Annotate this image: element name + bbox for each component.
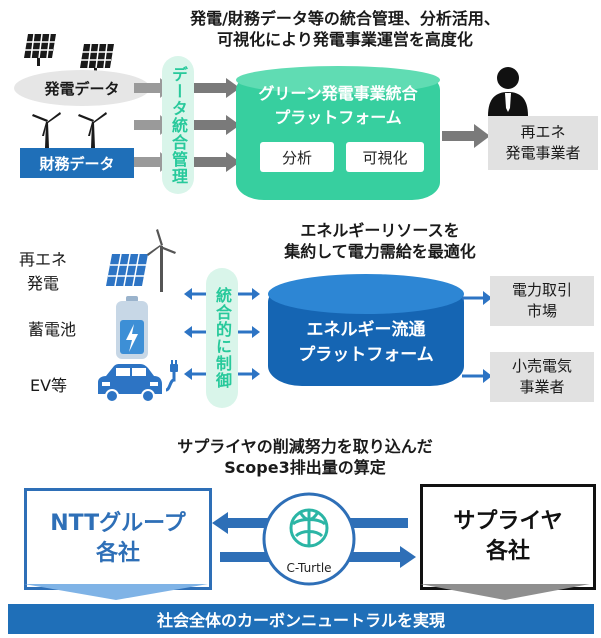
operator-box: 再エネ 発電事業者: [488, 116, 598, 170]
energy-platform-title: エネルギー流通 プラットフォーム: [268, 318, 464, 368]
operator-line2: 発電事業者: [505, 144, 581, 162]
converge-chevrons: [24, 584, 590, 600]
section3-heading-line2: Scope3排出量の算定: [224, 458, 386, 477]
bottom-banner-text: 社会全体のカーボンニュートラルを実現: [156, 611, 445, 630]
section1-heading: 発電/財務データ等の統合管理、分析活用、 可視化により発電事業運営を高度化: [110, 8, 580, 50]
visualization-button[interactable]: 可視化: [346, 142, 424, 172]
renewable-icon: [106, 229, 176, 292]
section1-heading-line2: 可視化により発電事業運営を高度化: [217, 30, 473, 49]
bottom-banner: 社会全体のカーボンニュートラルを実現: [8, 604, 594, 634]
analysis-button-label: 分析: [281, 148, 312, 167]
analysis-button[interactable]: 分析: [260, 142, 334, 172]
section2-heading: エネルギーリソースを 集約して電力需給を最適化: [190, 220, 570, 262]
retailer-box: 小売電気 事業者: [490, 352, 594, 402]
energy-platform-top: [268, 274, 464, 314]
platform-to-operator-arrow: [442, 124, 490, 148]
c-turtle-logo: [262, 492, 356, 586]
retailer-line2: 事業者: [519, 378, 565, 396]
green-platform-title: グリーン発電事業統合 プラットフォーム: [236, 82, 440, 130]
section1-heading-line1: 発電/財務データ等の統合管理、分析活用、: [190, 9, 500, 28]
resource-double-arrows: [184, 288, 260, 380]
wind-turbine-icon: [32, 112, 107, 148]
power-data-label: 発電データ: [14, 70, 150, 106]
supplier-box: サプライヤ 各社: [420, 484, 596, 590]
supplier-line1: サプライヤ: [453, 509, 563, 534]
energy-platform-line2: プラットフォーム: [298, 345, 434, 365]
section3-heading: サプライヤの削減努力を取り込んだ Scope3排出量の算定: [110, 436, 500, 478]
visualization-button-label: 可視化: [362, 148, 408, 167]
integrated-control-pill: 統合的に制御: [206, 268, 238, 408]
green-platform-top: [236, 66, 440, 94]
integrated-control-text: 統合的に制御: [213, 287, 232, 389]
ev-text: EV等: [30, 376, 68, 395]
renewable-line2: 発電: [26, 274, 59, 293]
retailer-line1: 小売電気: [511, 357, 572, 375]
c-turtle-logo-text: C-Turtle: [262, 561, 356, 575]
supplier-line2: 各社: [485, 539, 530, 564]
ev-car-icon: [98, 360, 178, 403]
data-integration-text: データ統合管理: [169, 65, 188, 185]
energy-platform-line1: エネルギー流通: [306, 320, 426, 340]
ntt-group-line2: 各社: [95, 541, 140, 566]
platform-output-arrows: [462, 291, 492, 383]
green-platform-title-line2: プラットフォーム: [274, 108, 402, 127]
finance-data-box: 財務データ: [20, 148, 134, 178]
operator-line1: 再エネ: [520, 123, 566, 141]
green-platform-title-line1: グリーン発電事業統合: [258, 84, 418, 103]
section2-heading-line2: 集約して電力需給を最適化: [284, 242, 476, 261]
section2-heading-line1: エネルギーリソースを: [300, 221, 460, 240]
renewable-label: 再エネ 発電: [10, 248, 76, 296]
solar-panel-icon: [24, 33, 114, 72]
section3-heading-line1: サプライヤの削減努力を取り込んだ: [177, 437, 433, 456]
renewable-line1: 再エネ: [18, 250, 67, 269]
power-market-box: 電力取引 市場: [490, 276, 594, 326]
power-data-text: 発電データ: [44, 79, 120, 98]
person-icon: [488, 67, 528, 116]
power-market-line2: 市場: [526, 302, 557, 320]
data-integration-pill: データ統合管理: [162, 56, 194, 194]
battery-icon: [116, 296, 148, 359]
battery-label: 蓄電池: [28, 316, 76, 340]
finance-data-text: 財務データ: [39, 154, 115, 173]
ev-label: EV等: [30, 372, 67, 396]
battery-text: 蓄電池: [28, 320, 77, 339]
pill-to-platform-arrows: [194, 78, 240, 172]
ntt-group-line1: NTTグループ: [50, 511, 186, 536]
ntt-group-box: NTTグループ 各社: [24, 488, 212, 590]
power-market-line1: 電力取引: [511, 281, 572, 299]
c-turtle-text: C-Turtle: [286, 561, 332, 575]
